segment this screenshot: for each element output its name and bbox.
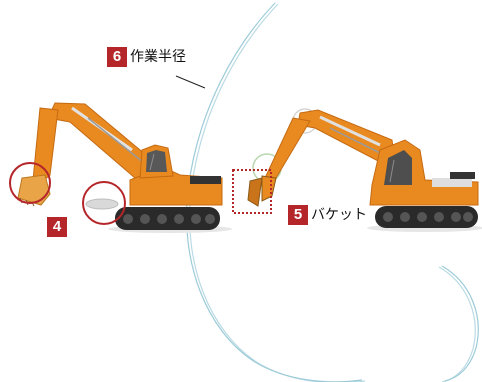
left-track (115, 207, 220, 230)
left-excavator (17, 102, 232, 233)
right-boom-cylinder-rod (329, 127, 387, 157)
blade-shadow (85, 198, 119, 210)
working-radius-arc (185, 2, 479, 382)
right-counterweight-top (450, 172, 475, 179)
radius-leader-line (175, 75, 206, 89)
right-bucket-jaw-back (247, 177, 263, 207)
callout-6-badge: 6 (107, 47, 127, 67)
claw-highlight-box (232, 169, 272, 214)
left-stick (32, 107, 59, 185)
left-boom-cylinder-rod (87, 117, 145, 164)
callout-5-badge: 5 (288, 205, 308, 225)
bucket-highlight-circle (9, 162, 51, 204)
right-boom-cylinder (319, 115, 381, 147)
callout-5-label: バケット (311, 207, 367, 223)
left-cab-window (146, 150, 167, 172)
right-excavator (247, 108, 482, 232)
right-engine-cover (432, 178, 472, 187)
right-stick (264, 117, 311, 179)
left-bucket (17, 174, 51, 206)
left-track-rollers (123, 214, 215, 224)
right-track-rollers (383, 212, 473, 222)
left-boom (47, 102, 153, 179)
blade-highlight-circle (82, 181, 126, 225)
right-bucket-jaw-front (261, 175, 277, 202)
left-counterweight-top (190, 176, 221, 184)
callout-4-badge: 4 (47, 217, 67, 237)
callout-6-label: 作業半径 (130, 49, 186, 65)
